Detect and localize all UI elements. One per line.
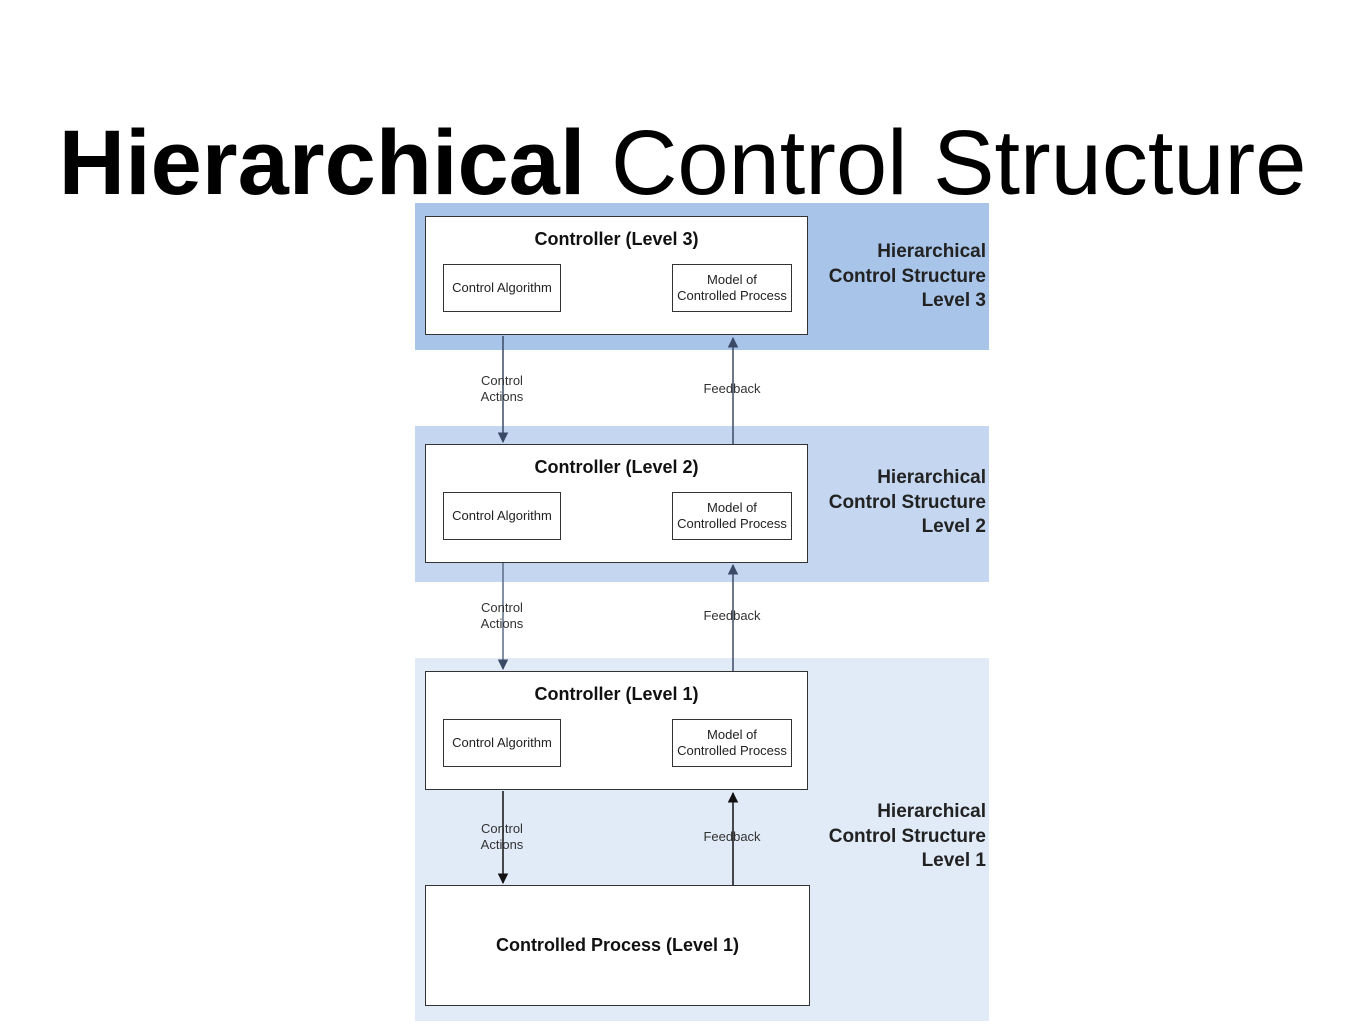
feedback-label: Feedback — [703, 381, 761, 396]
band-label-line: Control Structure — [828, 825, 986, 847]
process-model-box: Model of Controlled Process — [672, 719, 792, 767]
process-model-label: Model of — [707, 272, 757, 287]
band-label-level-1: Hierarchical Control Structure Level 1 — [829, 800, 986, 874]
control-algorithm-box: Control Algorithm — [443, 264, 561, 312]
control-algorithm-label: Control Algorithm — [452, 735, 552, 750]
band-label-line: Hierarchical — [877, 241, 986, 262]
process-model-box: Model of Controlled Process — [672, 492, 792, 540]
process-model-box: Model of Controlled Process — [672, 264, 792, 312]
band-label-line: Control Structure — [828, 491, 986, 513]
controller-level-1: Controller (Level 1) Control Algorithm M… — [425, 671, 808, 790]
control-actions-line: Actions — [480, 616, 524, 631]
controlled-process: Controlled Process (Level 1) — [425, 885, 810, 1006]
control-actions-line: Actions — [480, 389, 524, 404]
controller-level-2: Controller (Level 2) Control Algorithm M… — [425, 444, 808, 563]
controller-title: Controller (Level 1) — [534, 684, 699, 704]
process-model-label: Model of — [707, 727, 757, 742]
band-label-level-2: Hierarchical Control Structure Level 2 — [829, 466, 986, 540]
page-title: Hierarchical Control Structure — [0, 108, 1365, 218]
band-label-line: Level 1 — [921, 850, 986, 871]
control-actions-label: Control Actions — [472, 373, 532, 405]
control-actions-line: Control — [481, 373, 523, 388]
band-label-line: Level 3 — [921, 290, 986, 311]
band-label-line: Hierarchical — [877, 467, 986, 488]
feedback-label: Feedback — [703, 608, 761, 623]
process-model-label: Model of — [707, 500, 757, 515]
control-algorithm-box: Control Algorithm — [443, 492, 561, 540]
band-label-line: Level 2 — [921, 516, 986, 537]
controlled-process-label: Controlled Process (Level 1) — [495, 935, 740, 955]
control-algorithm-label: Control Algorithm — [452, 280, 552, 295]
band-label-line: Hierarchical — [877, 801, 986, 822]
control-algorithm-box: Control Algorithm — [443, 719, 561, 767]
control-algorithm-label: Control Algorithm — [452, 508, 552, 523]
process-model-label: Controlled Process — [677, 516, 787, 531]
process-model-label: Controlled Process — [677, 743, 787, 758]
control-actions-line: Control — [481, 600, 523, 615]
control-actions-line: Actions — [480, 837, 524, 852]
controller-title: Controller (Level 3) — [534, 229, 699, 249]
control-actions-line: Control — [481, 821, 523, 836]
control-actions-label: Control Actions — [472, 821, 532, 853]
control-actions-label: Control Actions — [472, 600, 532, 632]
process-model-label: Controlled Process — [677, 288, 787, 303]
feedback-label: Feedback — [703, 829, 761, 844]
band-label-line: Control Structure — [828, 265, 986, 287]
controller-level-3: Controller (Level 3) Control Algorithm M… — [425, 216, 808, 335]
title-bold-part: Hierarchical — [58, 112, 586, 214]
title-rest: Control Structure — [610, 112, 1307, 214]
band-label-level-3: Hierarchical Control Structure Level 3 — [829, 240, 986, 314]
controller-title: Controller (Level 2) — [534, 457, 699, 477]
